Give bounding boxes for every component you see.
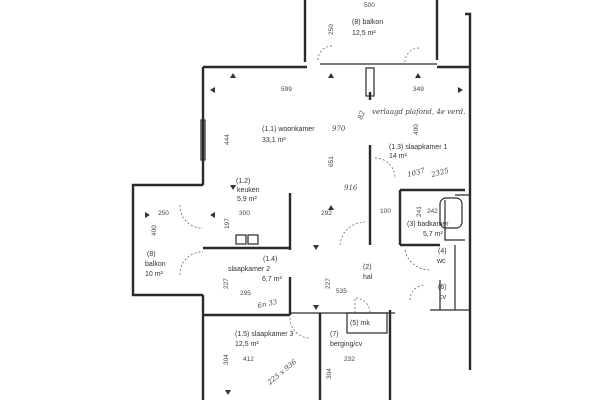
room-area-slaapkamer3: 12,5 m² [235, 341, 259, 348]
dim-300: 300 [239, 210, 250, 217]
room-name-balkon-top: (8) balkon [352, 19, 383, 26]
handwritten-note: 970 [332, 125, 346, 133]
room-name-hal: hal [363, 274, 373, 281]
dim-295: 295 [240, 290, 251, 297]
dim-250-top: 250 [328, 24, 335, 35]
dim-100: 100 [380, 208, 391, 215]
dim-250-balkon: 250 [158, 210, 169, 217]
dim-535: 535 [336, 288, 347, 295]
room-name-slaapkamer2: slaapkamer 2 [228, 266, 270, 273]
dim-349: 349 [413, 86, 424, 93]
dim-400-balkon: 400 [151, 225, 158, 236]
room-name-woonkamer: (1.1) woonkamer [262, 126, 315, 133]
dim-500: 500 [364, 2, 375, 9]
room-area-keuken: 5,9 m² [237, 196, 258, 203]
room-code-berging: (7) [330, 331, 339, 338]
dim-651: 651 [328, 156, 335, 167]
note-lowered-ceiling: verlaagd plafond, 4e verd. [372, 108, 465, 116]
dim-444: 444 [224, 134, 231, 145]
dim-292: 292 [321, 210, 332, 217]
room-name-keuken: keuken [237, 187, 260, 194]
room-name-balkon-left: balkon [145, 261, 166, 268]
dim-227-slaapkamer2: 227 [223, 278, 230, 289]
dim-412: 412 [243, 356, 254, 363]
handwritten-note: 6n 33 [257, 298, 279, 310]
room-area-badkamer: 5,7 m² [423, 231, 444, 238]
dim-304-slaapkamer3: 304 [223, 354, 230, 365]
room-code-cv: (6) [438, 284, 447, 291]
dim-227-hal: 227 [325, 278, 332, 289]
room-code-keuken: (1.2) [236, 178, 250, 185]
room-area-slaapkamer2: 6,7 m² [262, 276, 283, 283]
room-area-balkon-top: 12,5 m² [352, 30, 376, 37]
walls [131, 0, 472, 400]
room-code-hal: (2) [363, 264, 372, 271]
dim-232: 232 [344, 356, 355, 363]
handwritten-note: 82 [356, 109, 367, 121]
room-name-mk: (5) mk [350, 320, 370, 327]
dimension-markers [145, 73, 463, 395]
room-name-badkamer: (3) badkamer [407, 221, 449, 228]
room-area-balkon-left: 10 m² [145, 271, 164, 278]
room-code-wc: (4) [438, 248, 447, 255]
room-area-slaapkamer1: 14 m² [389, 153, 408, 160]
room-name-slaapkamer1: (1.3) slaapkamer 1 [389, 144, 447, 151]
dim-197: 197 [224, 218, 231, 229]
dim-241: 241 [416, 206, 423, 217]
room-code-slaapkamer2: (1.4) [263, 256, 277, 263]
room-name-berging: berging/cv [330, 341, 363, 348]
door-swings [179, 45, 431, 339]
room-name-slaapkamer3: (1.5) slaapkamer 3 [235, 331, 293, 338]
room-area-woonkamer: 33,1 m² [262, 137, 286, 144]
room-name-wc: wc [436, 258, 446, 265]
handwritten-note: 225 x 936 [265, 357, 298, 387]
dim-400-slaapkamer1: 400 [413, 124, 420, 135]
room-code-balkon-left: (8) [147, 251, 156, 258]
dim-304-berging: 304 [326, 368, 333, 379]
room-name-cv: cv [439, 294, 447, 301]
dim-599: 599 [281, 86, 292, 93]
handwritten-note: 2325 [429, 166, 450, 179]
handwritten-note: 1037 [406, 166, 426, 178]
handwritten-note: 916 [344, 184, 358, 192]
dim-242: 242 [427, 208, 438, 215]
